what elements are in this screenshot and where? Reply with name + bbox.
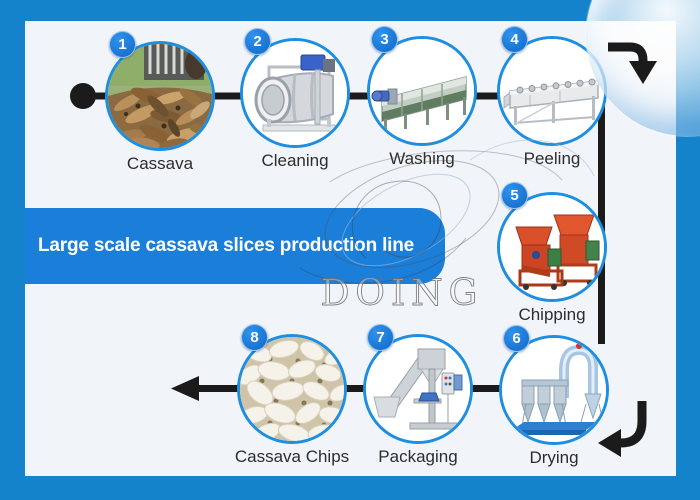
step-number-badge: 2 [244,28,271,55]
step-number-badge: 8 [241,324,268,351]
paddle-washing-machine [370,39,474,143]
flash-dryer [502,338,606,442]
step-label: Cleaning [261,151,329,170]
drum-cleaning-machine [243,41,347,145]
step-number-badge: 5 [501,182,528,209]
step-number-badge: 6 [503,325,530,352]
peeling-machine [500,39,604,143]
chipping-machine [500,195,604,299]
step-label: Packaging [378,447,458,466]
title-text: Large scale cassava slices production li… [38,235,415,256]
step-peeling: 4 Peeling [497,26,607,168]
step-number-badge: 3 [371,26,398,53]
step-label: Cassava Chips [234,447,350,466]
step-cleaning: 2 Cleaning [240,28,350,170]
cassava-roots-photo [108,44,212,148]
step-washing: 3 Washing [367,26,477,168]
step-photo-washing [367,36,477,146]
step-number-badge: 7 [367,324,394,351]
title-banner: Large scale cassava slices production li… [25,208,445,284]
step-drying: 6 Drying [499,325,609,467]
step-chipping: 5 Chipping [497,182,607,324]
step-cassava-chips: 8 Cassava Chips [235,324,349,466]
step-cassava: 1 Cassava [105,31,215,173]
cassava-chips-photo [240,337,344,441]
packing-machine [366,337,470,441]
step-number-badge: 1 [109,31,136,58]
step-label: Cassava [126,154,194,173]
step-photo-chipping [497,192,607,302]
step-label: Drying [529,448,579,467]
step-packaging: 7 Packaging [363,324,473,466]
step-label: Washing [389,149,455,168]
step-label: Chipping [518,305,586,324]
step-number-badge: 4 [501,26,528,53]
step-label: Peeling [523,149,581,168]
